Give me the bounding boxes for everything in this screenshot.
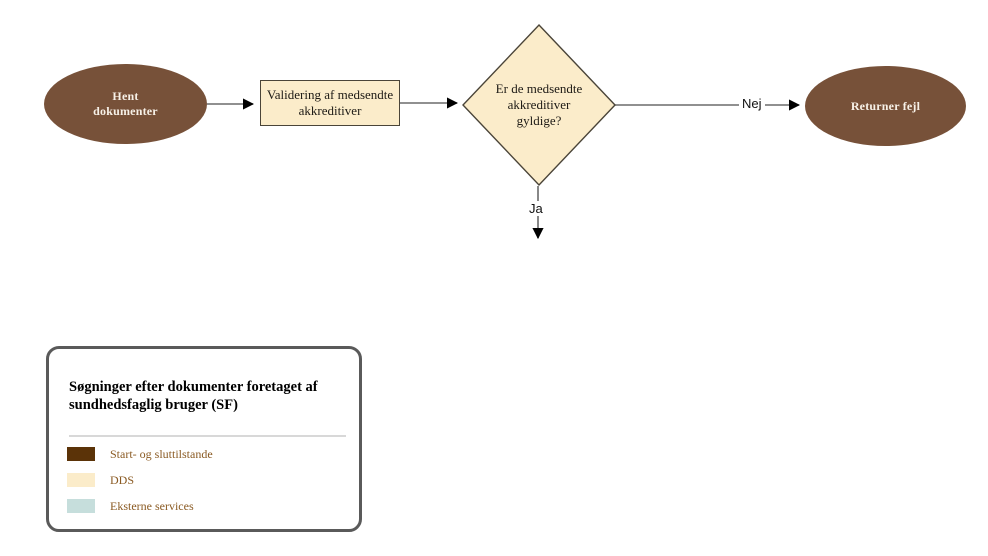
node-start-hent-dokumenter[interactable]: Hent dokumenter [44,64,207,144]
node-validate-label-line1: Validering af medsendte [266,87,394,102]
node-decision-gyldige[interactable]: Er de medsendte akkreditiver gyldige? [462,23,616,187]
legend-item-eksterne-services: Eksterne services [67,498,194,514]
legend-swatch-eksterne-services [67,499,95,513]
legend-swatch-start-og-sluttilstande [67,447,95,461]
legend-item-dds: DDS [67,472,134,488]
legend-panel: Søgninger efter dokumenter foretaget af … [46,346,362,532]
node-validate-label: Validering af medsendte akkreditiver [267,87,393,119]
legend-title: Søgninger efter dokumenter foretaget af … [69,379,318,413]
node-validate-akkreditiver[interactable]: Validering af medsendte akkreditiver [260,80,400,126]
edge-label-nej: Nej [739,96,765,111]
legend-label-dds: DDS [110,472,135,487]
legend-separator [69,435,346,437]
legend-label-start-og-sluttilstande: Start- og sluttilstande [110,446,213,461]
legend-item-start-og-sluttilstande: Start- og sluttilstande [67,446,213,462]
edge-label-ja: Ja [526,201,546,216]
node-error-returner-fejl[interactable]: Returner fejl [805,66,966,146]
diamond-shape [462,23,616,187]
node-error-label: Returner fejl [850,98,921,113]
legend-swatch-dds [67,473,95,487]
node-validate-label-line2: akkreditiver [298,103,362,118]
node-start-label-line1: Hent [112,89,139,103]
node-start-label: Hent dokumenter [93,89,158,119]
node-start-label-line2: dokumenter [93,104,158,118]
legend-label-eksterne-services: Eksterne services [110,498,194,513]
